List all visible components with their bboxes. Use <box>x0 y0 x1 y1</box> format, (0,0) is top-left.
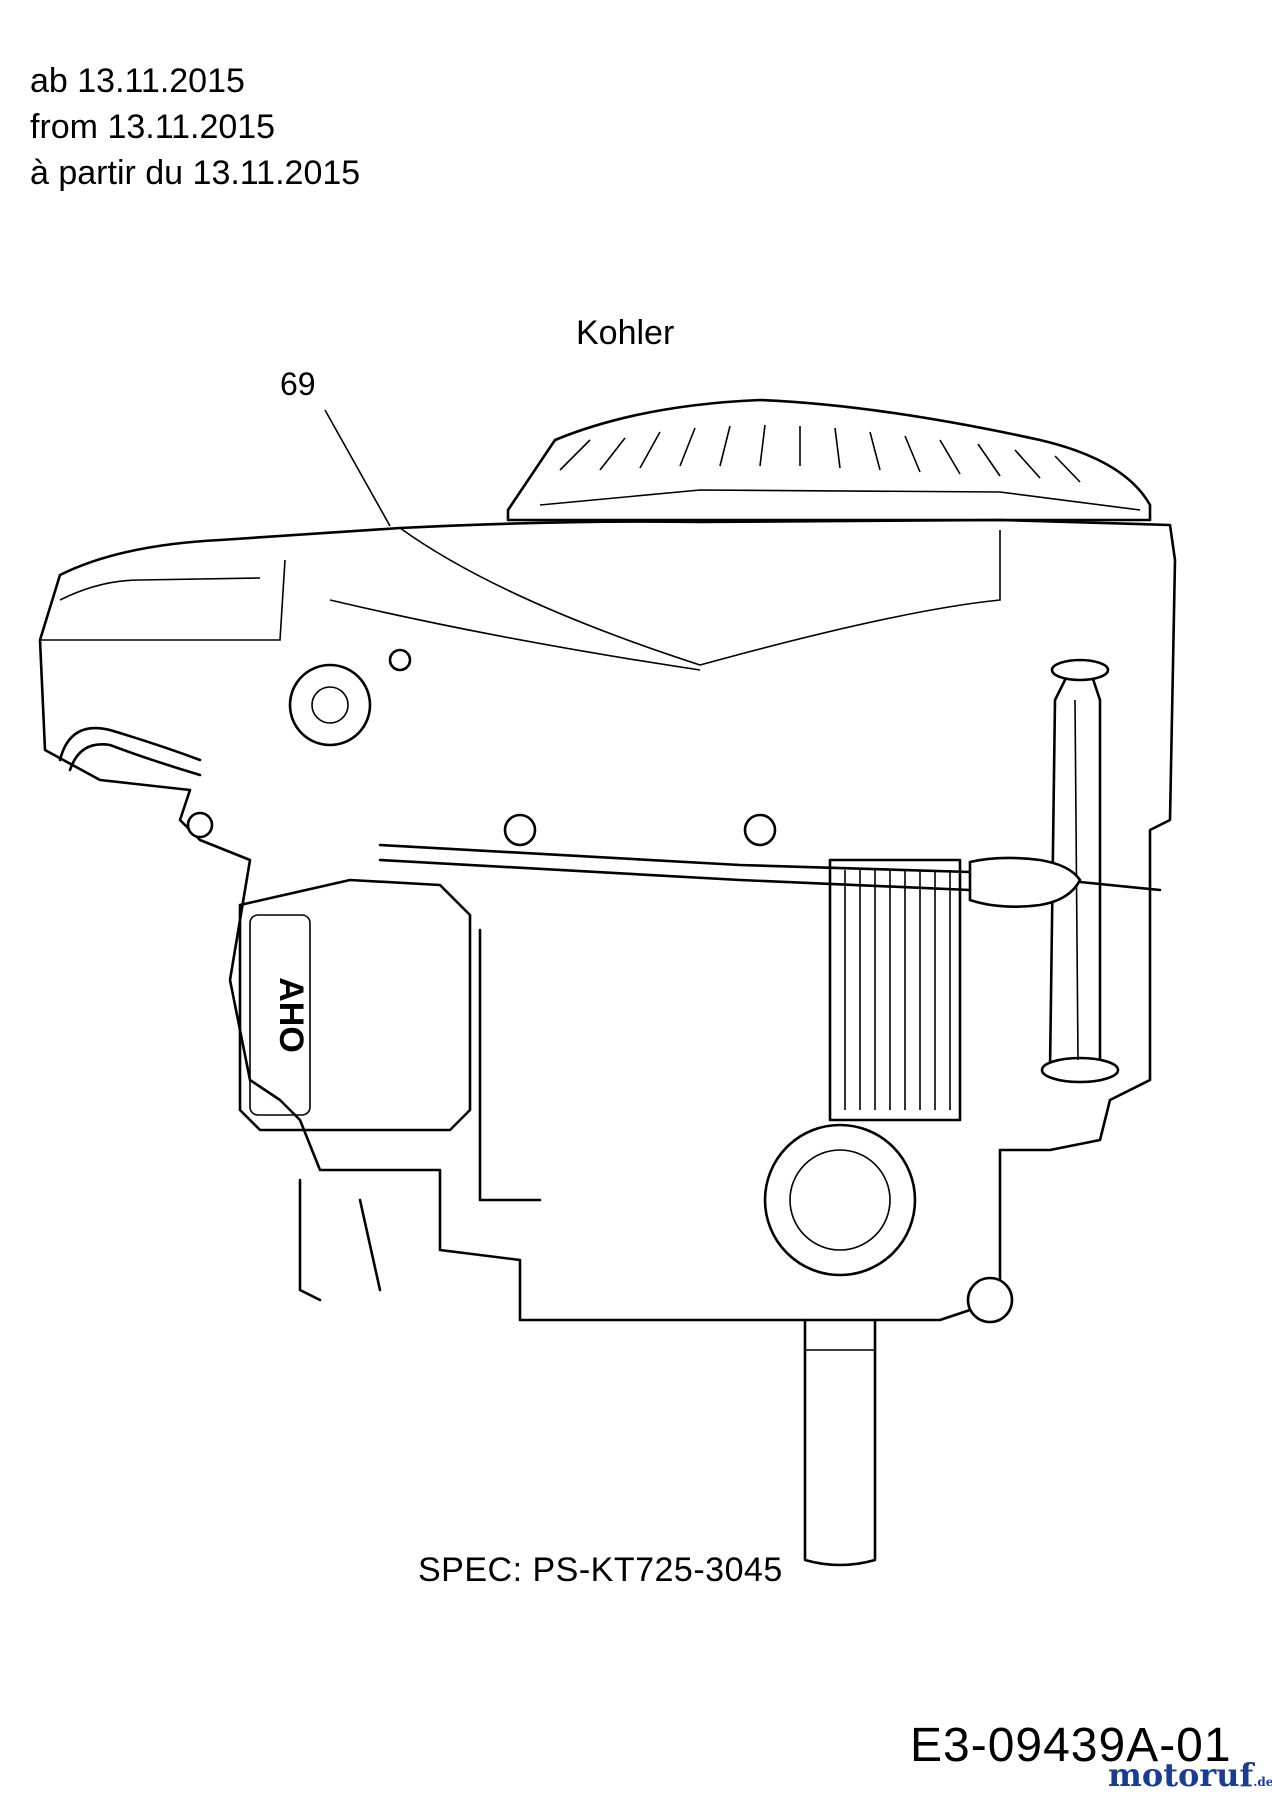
validity-dates: ab 13.11.2015 from 13.11.2015 à partir d… <box>30 58 360 196</box>
part-callout-number: 69 <box>280 366 316 402</box>
blower-housing <box>38 518 1177 1322</box>
air-cleaner-cover <box>506 398 1152 522</box>
callout-leader-line <box>324 409 391 527</box>
watermark-suffix: .de <box>1253 1775 1272 1789</box>
manufacturer-label: Kohler <box>576 314 675 352</box>
flywheel-housing <box>288 663 962 1202</box>
wiring-harness <box>58 726 382 1302</box>
date-english: from 13.11.2015 <box>30 108 276 146</box>
watermark-text: motoruf <box>1108 1756 1254 1794</box>
dipstick-tube <box>1040 658 1120 1084</box>
mounting-bolts <box>186 648 1014 1324</box>
fuel-line <box>378 843 1162 908</box>
watermark-logo: motoruf.de <box>1108 1756 1272 1794</box>
spec-label: SPEC: PS-KT725-3045 <box>418 1551 783 1589</box>
date-german: ab 13.11.2015 <box>30 62 245 100</box>
engine-badge: AHO <box>272 977 310 1053</box>
drawing-id: E3-09439A-01 <box>910 1719 1232 1772</box>
valve-cover <box>238 878 472 1132</box>
oil-fill-cap <box>763 1123 917 1277</box>
crankshaft <box>803 1318 877 1567</box>
date-french: à partir du 13.11.2015 <box>30 154 361 192</box>
